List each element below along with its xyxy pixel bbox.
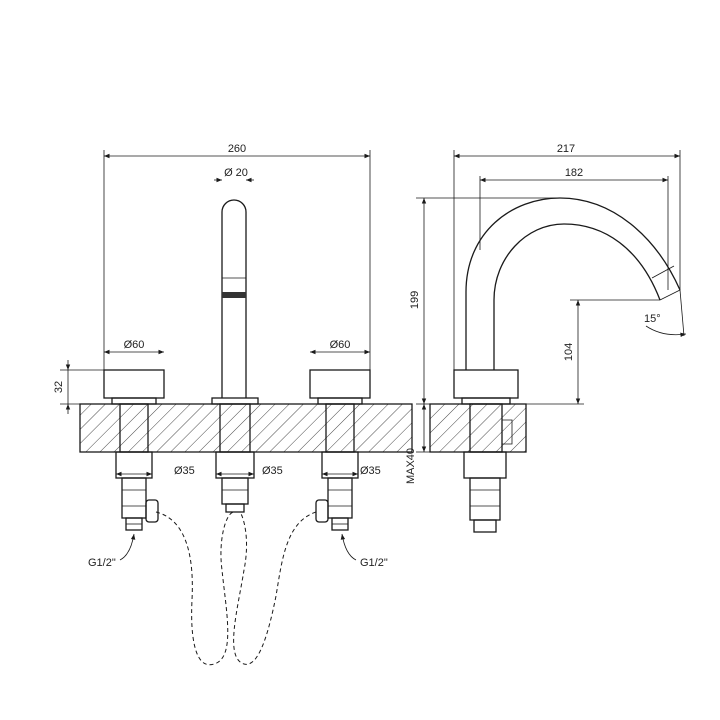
spout-diameter-label: Ø 20 xyxy=(224,167,248,179)
shank-right-diameter-label: Ø35 xyxy=(360,465,381,477)
overall-height-label: 199 xyxy=(409,291,421,309)
dimension-outlet-angle: 15° xyxy=(644,289,687,338)
callout-connection-left: G1/2" xyxy=(88,533,136,569)
spout-reach-label: 182 xyxy=(565,167,583,179)
front-view: 260 Ø 20 Ø60 Ø60 32 Ø35 xyxy=(53,143,413,666)
dimension-handle-height: 32 xyxy=(53,360,104,414)
dimension-spout-diameter: Ø 20 xyxy=(214,167,254,183)
shank-center-diameter-label: Ø35 xyxy=(262,465,283,477)
left-hose xyxy=(155,511,235,666)
dimension-overall-width: 260 xyxy=(103,143,371,370)
dimension-handle-right: Ø60 xyxy=(310,339,370,355)
callout-connection-right: G1/2" xyxy=(340,533,388,569)
front-deck-section xyxy=(79,403,413,453)
dimension-shank-center: Ø35 xyxy=(216,465,283,477)
shank-left-diameter-label: Ø35 xyxy=(174,465,195,477)
side-spout xyxy=(453,197,681,533)
dimension-handle-left: Ø60 xyxy=(104,339,164,355)
right-hose xyxy=(233,511,317,665)
max-deck-label: MAX40 xyxy=(405,448,417,484)
overall-width-label: 260 xyxy=(228,143,246,155)
dimension-overall-depth: 217 xyxy=(453,143,681,370)
dimension-max-deck: MAX40 xyxy=(405,404,430,484)
connection-right-label: G1/2" xyxy=(360,557,388,569)
side-view: 217 182 199 104 15° xyxy=(405,143,687,533)
dimension-outlet-height: 104 xyxy=(526,299,660,405)
handle-left-diameter-label: Ø60 xyxy=(124,339,145,351)
dimension-shank-left: Ø35 xyxy=(116,465,195,477)
handle-right-diameter-label: Ø60 xyxy=(330,339,351,351)
handle-height-label: 32 xyxy=(53,381,65,393)
dimension-spout-reach: 182 xyxy=(479,167,669,290)
dimension-overall-height: 199 xyxy=(409,197,560,405)
dimension-shank-right: Ø35 xyxy=(322,465,381,477)
overall-depth-label: 217 xyxy=(557,143,575,155)
outlet-angle-label: 15° xyxy=(644,313,661,325)
left-handle xyxy=(103,369,165,531)
connection-left-label: G1/2" xyxy=(88,557,116,569)
outlet-height-label: 104 xyxy=(563,343,575,361)
center-spout xyxy=(211,199,259,513)
right-handle xyxy=(309,369,371,531)
